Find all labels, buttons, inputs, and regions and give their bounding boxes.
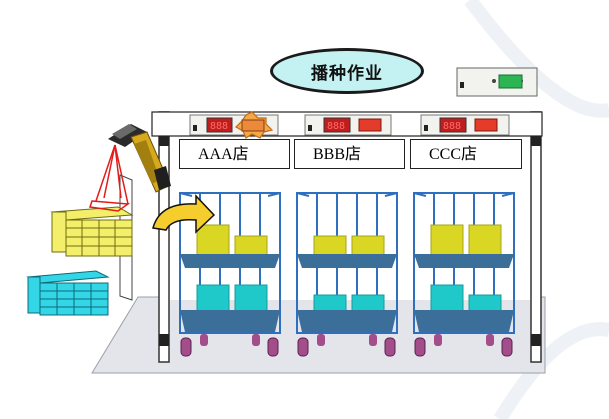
cart-ccc xyxy=(413,192,515,357)
led-display-bbb: 888 xyxy=(327,121,345,132)
cart-bbb xyxy=(296,192,398,357)
scanner-beam xyxy=(89,144,131,212)
pick-light-icon xyxy=(474,118,498,132)
pick-light-module xyxy=(304,114,392,136)
cart-aaa xyxy=(179,192,281,357)
store-label-bbb: BBB店 xyxy=(294,139,405,169)
yellow-box-stack xyxy=(50,206,134,257)
led-display-ccc: 888 xyxy=(443,121,461,132)
pick-light-module xyxy=(420,114,510,136)
background-decoration xyxy=(464,0,609,419)
pick-light-module xyxy=(189,111,279,139)
store-label-ccc: CCC店 xyxy=(410,139,522,169)
store-label-aaa: AAA店 xyxy=(179,139,290,169)
led-display-aaa: 888 xyxy=(210,121,228,132)
barcode-scanner-icon xyxy=(108,124,171,193)
green-pick-light xyxy=(456,67,538,97)
process-title: 播种作业 xyxy=(311,63,383,84)
cyan-box-stack xyxy=(26,270,110,316)
curved-arrow-icon xyxy=(152,194,216,234)
pick-light-icon xyxy=(358,118,382,132)
process-title-ellipse: 播种作业 xyxy=(270,48,424,94)
